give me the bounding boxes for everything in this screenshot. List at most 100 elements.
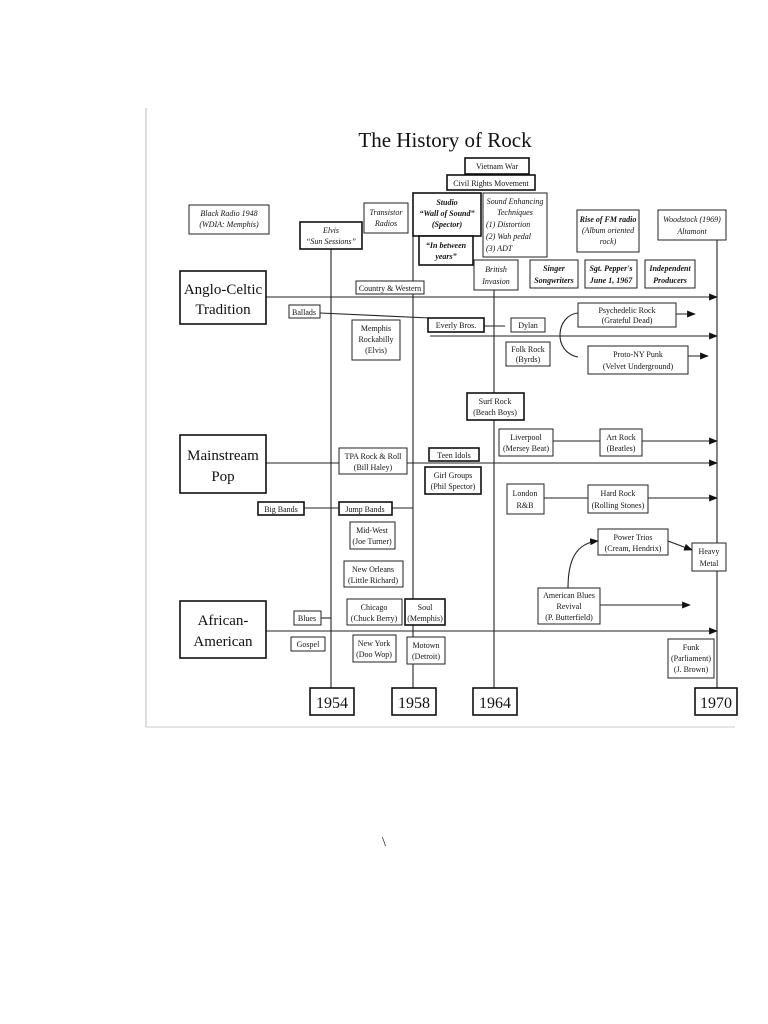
surf-rock-text-2: (Beach Boys) <box>473 408 517 417</box>
mainstream-label: Mainstream <box>187 448 259 464</box>
tpa-text: TPA Rock & Roll <box>345 452 403 461</box>
fm-radio-text-2: (Album oriented <box>582 226 635 235</box>
power-trio-curve <box>567 538 599 589</box>
black-radio-text-2: (WDIA: Memphis) <box>199 220 259 229</box>
hard-rock-box <box>587 484 649 514</box>
studio-text: Studio <box>436 198 457 207</box>
art-rock-text-2: (Beatles) <box>607 444 636 453</box>
tpa-text-2: (Bill Haley) <box>354 463 393 472</box>
elvis-box <box>299 221 363 250</box>
jump-bands-text: Jump Bands <box>345 505 384 514</box>
new-orleans-text: New Orleans <box>352 565 394 574</box>
liverpool-text: Liverpool <box>510 433 542 442</box>
anglo-celtic-label-2: Tradition <box>195 302 251 318</box>
british-invasion-text-2: Invasion <box>481 277 510 286</box>
midwest-text-2: (Joe Turner) <box>352 537 392 546</box>
independent-text-2: Producers <box>653 276 687 285</box>
memphis-rockabilly-text: Memphis <box>361 324 391 333</box>
mainstream-label-2: Pop <box>211 469 234 485</box>
studio-text-3: (Spector) <box>432 220 463 229</box>
surf-rock-text: Surf Rock <box>479 397 512 406</box>
woodstock-text: Woodstock (1969) <box>663 215 721 224</box>
teen-idols-box <box>428 447 480 462</box>
teen-idols-text: Teen Idols <box>437 451 470 460</box>
sound-enhancing-text-4: (2) Wah pedal <box>486 232 532 241</box>
heavy-metal-text: Heavy <box>699 547 720 556</box>
country-western-box <box>355 280 425 295</box>
blues-text: Blues <box>298 614 316 623</box>
year-label-1958: 1958 <box>398 695 430 712</box>
memphis-rockabilly-text-2: Rockabilly <box>358 335 393 344</box>
art-rock-text: Art Rock <box>606 433 636 442</box>
motown-box <box>406 636 446 665</box>
year-label-1954: 1954 <box>316 695 348 712</box>
sgt-pepper-box <box>584 259 638 289</box>
chicago-box <box>346 598 403 626</box>
power-trios-text: Power Trios <box>614 533 653 542</box>
funk-text-2: (Parliament) <box>671 654 711 663</box>
woodstock-box <box>657 209 727 241</box>
new-york-box <box>352 634 397 663</box>
london-text-2: R&B <box>517 501 534 510</box>
anglo-celtic-label: Anglo-Celtic <box>184 282 263 298</box>
gospel-text: Gospel <box>297 640 320 649</box>
ballads-box <box>288 304 321 319</box>
african-american-box <box>179 600 267 659</box>
sound-enhancing-box <box>482 192 548 258</box>
liverpool-text-2: (Mersey Beat) <box>503 444 549 453</box>
liverpool-box <box>498 428 554 457</box>
singer-songwriters-text: Singer <box>543 264 566 273</box>
american-blues-text-3: (P. Butterfield) <box>545 613 593 622</box>
sound-enhancing-text: Sound Enhancing <box>487 197 544 206</box>
year-box-1970 <box>694 687 738 716</box>
memphis-rockabilly-text-3: (Elvis) <box>365 346 387 355</box>
psychedelic-text: Psychedelic Rock <box>598 306 655 315</box>
london-text: London <box>513 489 538 498</box>
sgt-pepper-text: Sgt. Pepper's <box>589 264 632 273</box>
folk-branch-curve <box>559 312 579 358</box>
soul-box <box>404 598 446 626</box>
power-trio-arrow <box>667 540 693 551</box>
sound-enhancing-text-2: Techniques <box>497 208 533 217</box>
british-invasion-box <box>473 259 519 291</box>
anglo-ballads-line <box>319 312 431 319</box>
gospel-box <box>290 636 326 652</box>
memphis-rockabilly-box <box>351 319 401 361</box>
independent-box <box>644 259 696 289</box>
transistor-text-2: Radios <box>374 219 397 228</box>
country-western-text: Country & Western <box>359 284 421 293</box>
funk-text: Funk <box>683 643 699 652</box>
soul-text: Soul <box>418 603 433 612</box>
big-bands-box <box>257 501 305 516</box>
singer-songwriters-text-2: Songwriters <box>534 276 574 285</box>
midwest-text: Mid-West <box>356 526 389 535</box>
diagram-title: The History of Rock <box>358 128 532 152</box>
tpa-box <box>338 447 408 475</box>
black-radio-text: Black Radio 1948 <box>200 209 257 218</box>
surf-rock-box <box>466 392 525 421</box>
year-label-1964: 1964 <box>479 695 511 712</box>
new-york-text: New York <box>358 639 390 648</box>
folk-rock-text-2: (Byrds) <box>516 355 541 364</box>
motown-text: Motown <box>412 641 439 650</box>
stray-mark: \ <box>382 835 386 850</box>
proto-punk-text: Proto-NY Punk <box>613 350 663 359</box>
new-orleans-text-2: (Little Richard) <box>348 576 398 585</box>
mainstream-pop-box <box>179 434 267 494</box>
power-trios-text-2: (Cream, Hendrix) <box>605 544 662 553</box>
everly-box <box>427 317 485 333</box>
american-blues-text-2: Revival <box>557 602 583 611</box>
year-label-1970: 1970 <box>700 695 732 712</box>
fm-radio-text-3: rock) <box>600 237 617 246</box>
folk-rock-box <box>505 341 551 367</box>
funk-text-3: (J. Brown) <box>674 665 709 674</box>
british-invasion-text: British <box>485 265 507 274</box>
folk-rock-text: Folk Rock <box>511 345 545 354</box>
african-label: African- <box>198 613 249 629</box>
black-radio-box <box>188 204 270 235</box>
midwest-box <box>349 521 396 550</box>
civil-rights-box <box>446 174 536 191</box>
girl-groups-text: Girl Groups <box>434 471 472 480</box>
year-box-1954 <box>309 687 355 716</box>
